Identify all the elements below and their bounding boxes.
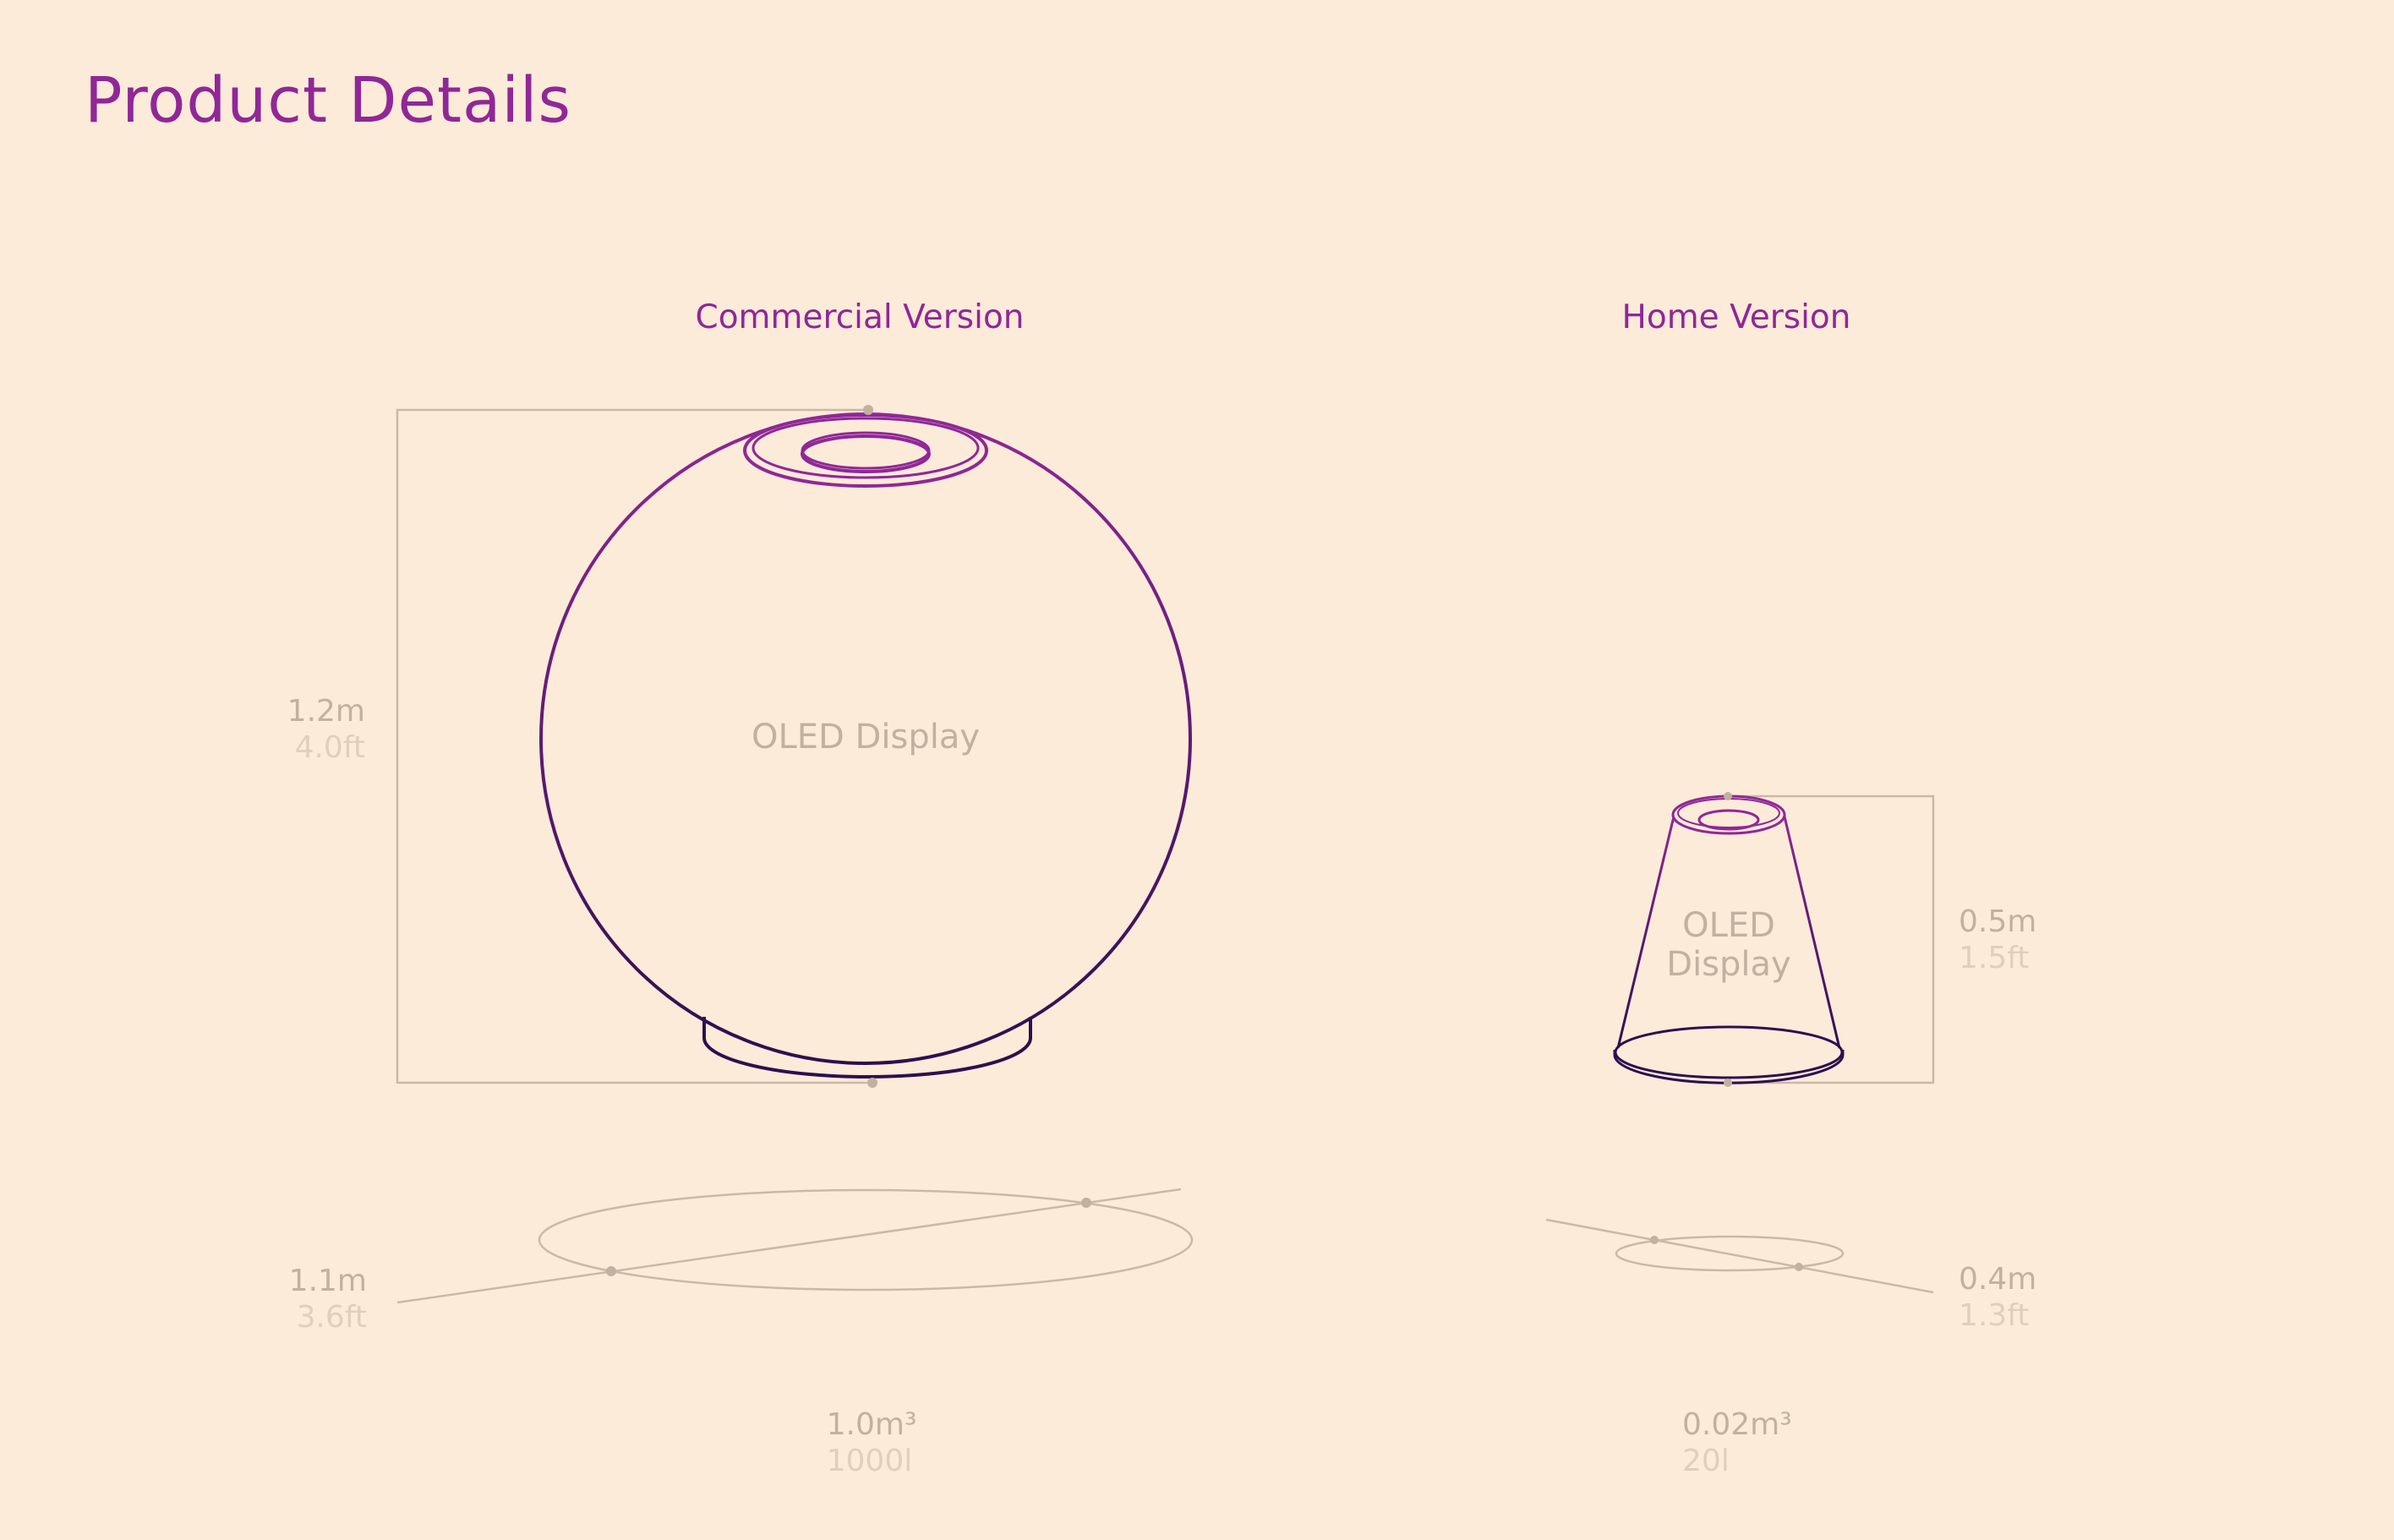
home-height-metric: 0.5m (1959, 904, 2037, 939)
home-cone (1613, 795, 1845, 1084)
commercial-diameter-metric: 1.1m (288, 1264, 367, 1298)
home-diameter-guide (1545, 1218, 1934, 1294)
home-volume-dimension: 0.02m³ 20l (1682, 1406, 1792, 1479)
home-volume-metric: 0.02m³ (1682, 1407, 1792, 1442)
commercial-top-marker (863, 405, 873, 415)
commercial-version-heading: Commercial Version (695, 298, 1025, 336)
home-bottom-marker (1724, 1079, 1732, 1087)
commercial-diameter-dimension: 1.1m 3.6ft (289, 1263, 367, 1335)
home-diameter-dimension: 0.4m 1.3ft (1959, 1261, 2036, 1334)
home-top-marker (1724, 792, 1732, 800)
commercial-diameter-imperial: 3.6ft (296, 1300, 367, 1335)
home-diameter-metric: 0.4m (1959, 1262, 2037, 1297)
home-height-guide (1728, 795, 1935, 1084)
commercial-display-label: OLED Display (752, 718, 980, 756)
home-version-heading: Home Version (1621, 298, 1851, 336)
home-diameter-imperial: 1.3ft (1959, 1298, 2030, 1334)
commercial-diameter-guide (396, 1188, 1194, 1304)
home-height-dimension: 0.5m 1.5ft (1959, 904, 2036, 976)
commercial-height-guide (396, 408, 872, 1084)
commercial-height-dimension: 1.2m 4.0ft (287, 693, 365, 766)
commercial-bottom-marker (867, 1078, 877, 1088)
page-title: Product Details (85, 64, 572, 137)
commercial-volume-dimension: 1.0m³ 1000l (827, 1406, 917, 1479)
commercial-height-metric: 1.2m (287, 694, 365, 729)
home-display-label: OLED Display (1666, 906, 1791, 984)
commercial-volume-metric: 1.0m³ (826, 1407, 917, 1442)
home-height-imperial: 1.5ft (1959, 941, 2030, 976)
commercial-height-imperial: 4.0ft (294, 730, 365, 766)
home-volume-liters: 20l (1682, 1444, 1730, 1479)
commercial-volume-liters: 1000l (826, 1444, 913, 1479)
